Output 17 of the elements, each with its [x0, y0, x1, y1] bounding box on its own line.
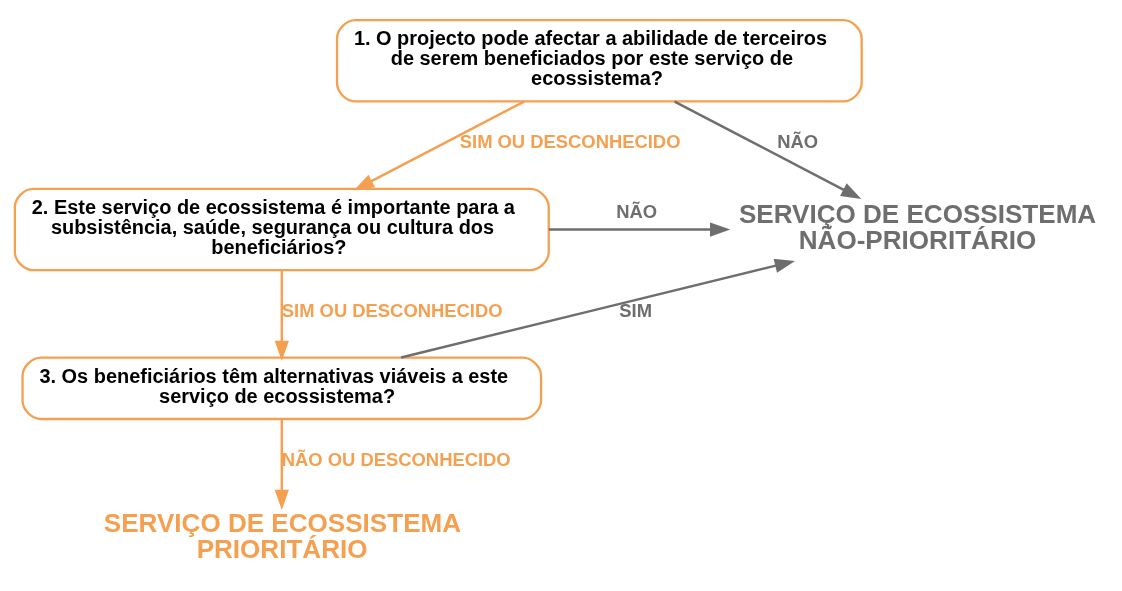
edge-label: NÃO [616, 201, 658, 223]
arrow [400, 258, 796, 359]
node-box: 3. Os beneficiários têm alternativas viáveis a este serviço de ecossistema? [21, 356, 543, 421]
node-box: 2. Este serviço de ecossistema é importante para a subsistência, saúde, segurança ou cultura dos beneficiários? [13, 187, 550, 272]
arrow [548, 222, 731, 237]
arrow [274, 419, 289, 511]
edge-label: SIM OU DESCONHECIDO [281, 300, 503, 322]
node-text: SERVIÇO DE ECOSSISTEMA PRIORITÁRIO [103, 507, 462, 564]
edge-label: SIM [619, 300, 652, 322]
edge-label: NÃO [777, 131, 819, 153]
edge-label: SIM OU DESCONHECIDO [459, 131, 681, 153]
edge-label: NÃO OU DESCONHECIDO [281, 448, 511, 470]
arrow [674, 100, 862, 199]
node-box: 1. O projecto pode afectar a abilidade de terceiros de serem beneficiados por este serviço de ecossistema? [335, 19, 863, 103]
arrow [274, 270, 289, 362]
arrow [353, 100, 525, 191]
node-text: SERVIÇO DE ECOSSISTEMA NÃO-PRIORITÁRIO [738, 198, 1097, 255]
